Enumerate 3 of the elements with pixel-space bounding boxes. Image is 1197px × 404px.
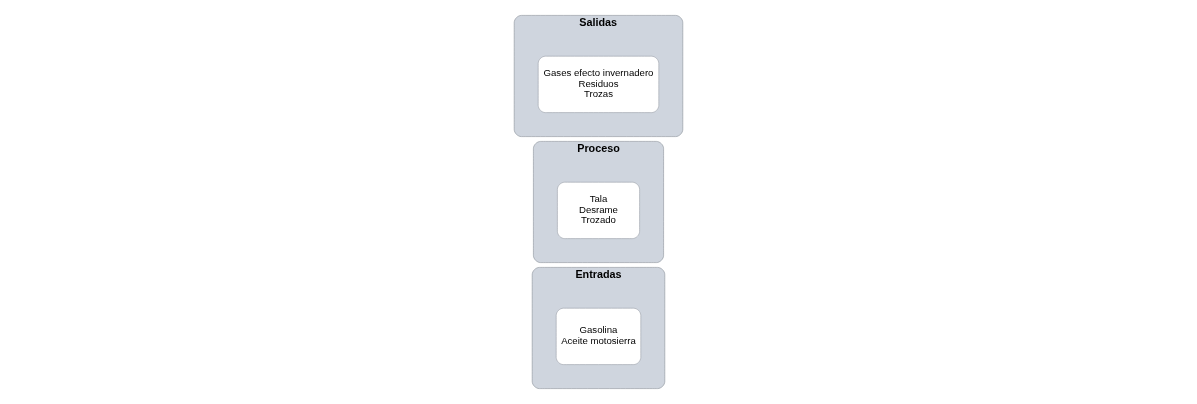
node-box: Gasolina Aceite motosierra	[555, 307, 642, 365]
node-box: Tala Desrame Trozado	[557, 181, 640, 239]
node-box: Gases efecto invernadero Residuos Trozas	[537, 55, 660, 113]
